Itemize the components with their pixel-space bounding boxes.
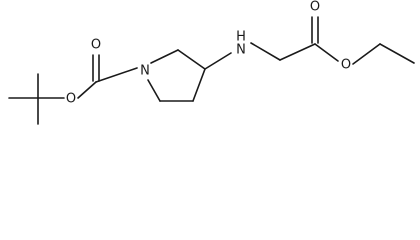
atom-amine-nitrogen: N xyxy=(236,43,246,58)
atom-ester-ether-oxygen: O xyxy=(341,58,351,73)
atom-ester-carbonyl-oxygen: O xyxy=(310,0,320,15)
atom-amine-hydrogen: H xyxy=(236,30,246,45)
bond-ring-n-to-c2 xyxy=(150,49,179,64)
atom-boc-carbonyl-oxygen: O xyxy=(91,38,101,53)
bond-ch2-to-ester-c xyxy=(279,43,316,61)
bond-ring-c3-to-c4 xyxy=(192,68,206,102)
bond-ester-c-to-oxygen xyxy=(314,43,339,62)
atom-pyrrolidine-nitrogen: N xyxy=(140,64,150,79)
chemical-structure-canvas: O O N H N O O xyxy=(8,0,415,125)
bond-carbonyl-c-to-ring-n xyxy=(95,67,138,83)
bond-ch2-to-ch3 xyxy=(379,43,415,64)
atom-boc-ether-oxygen: O xyxy=(66,92,76,107)
bond-oxygen-to-carbonyl-c xyxy=(77,81,97,99)
bond-c3-to-amine-n xyxy=(204,52,232,70)
bond-ring-c2-to-c3 xyxy=(177,49,206,70)
bond-oxygen-to-ch2 xyxy=(352,43,381,65)
molecule-diagram: O O N H N O O xyxy=(8,0,415,125)
bond-ring-c5-to-n xyxy=(147,79,161,102)
bond-amine-n-to-ch2 xyxy=(250,42,281,61)
